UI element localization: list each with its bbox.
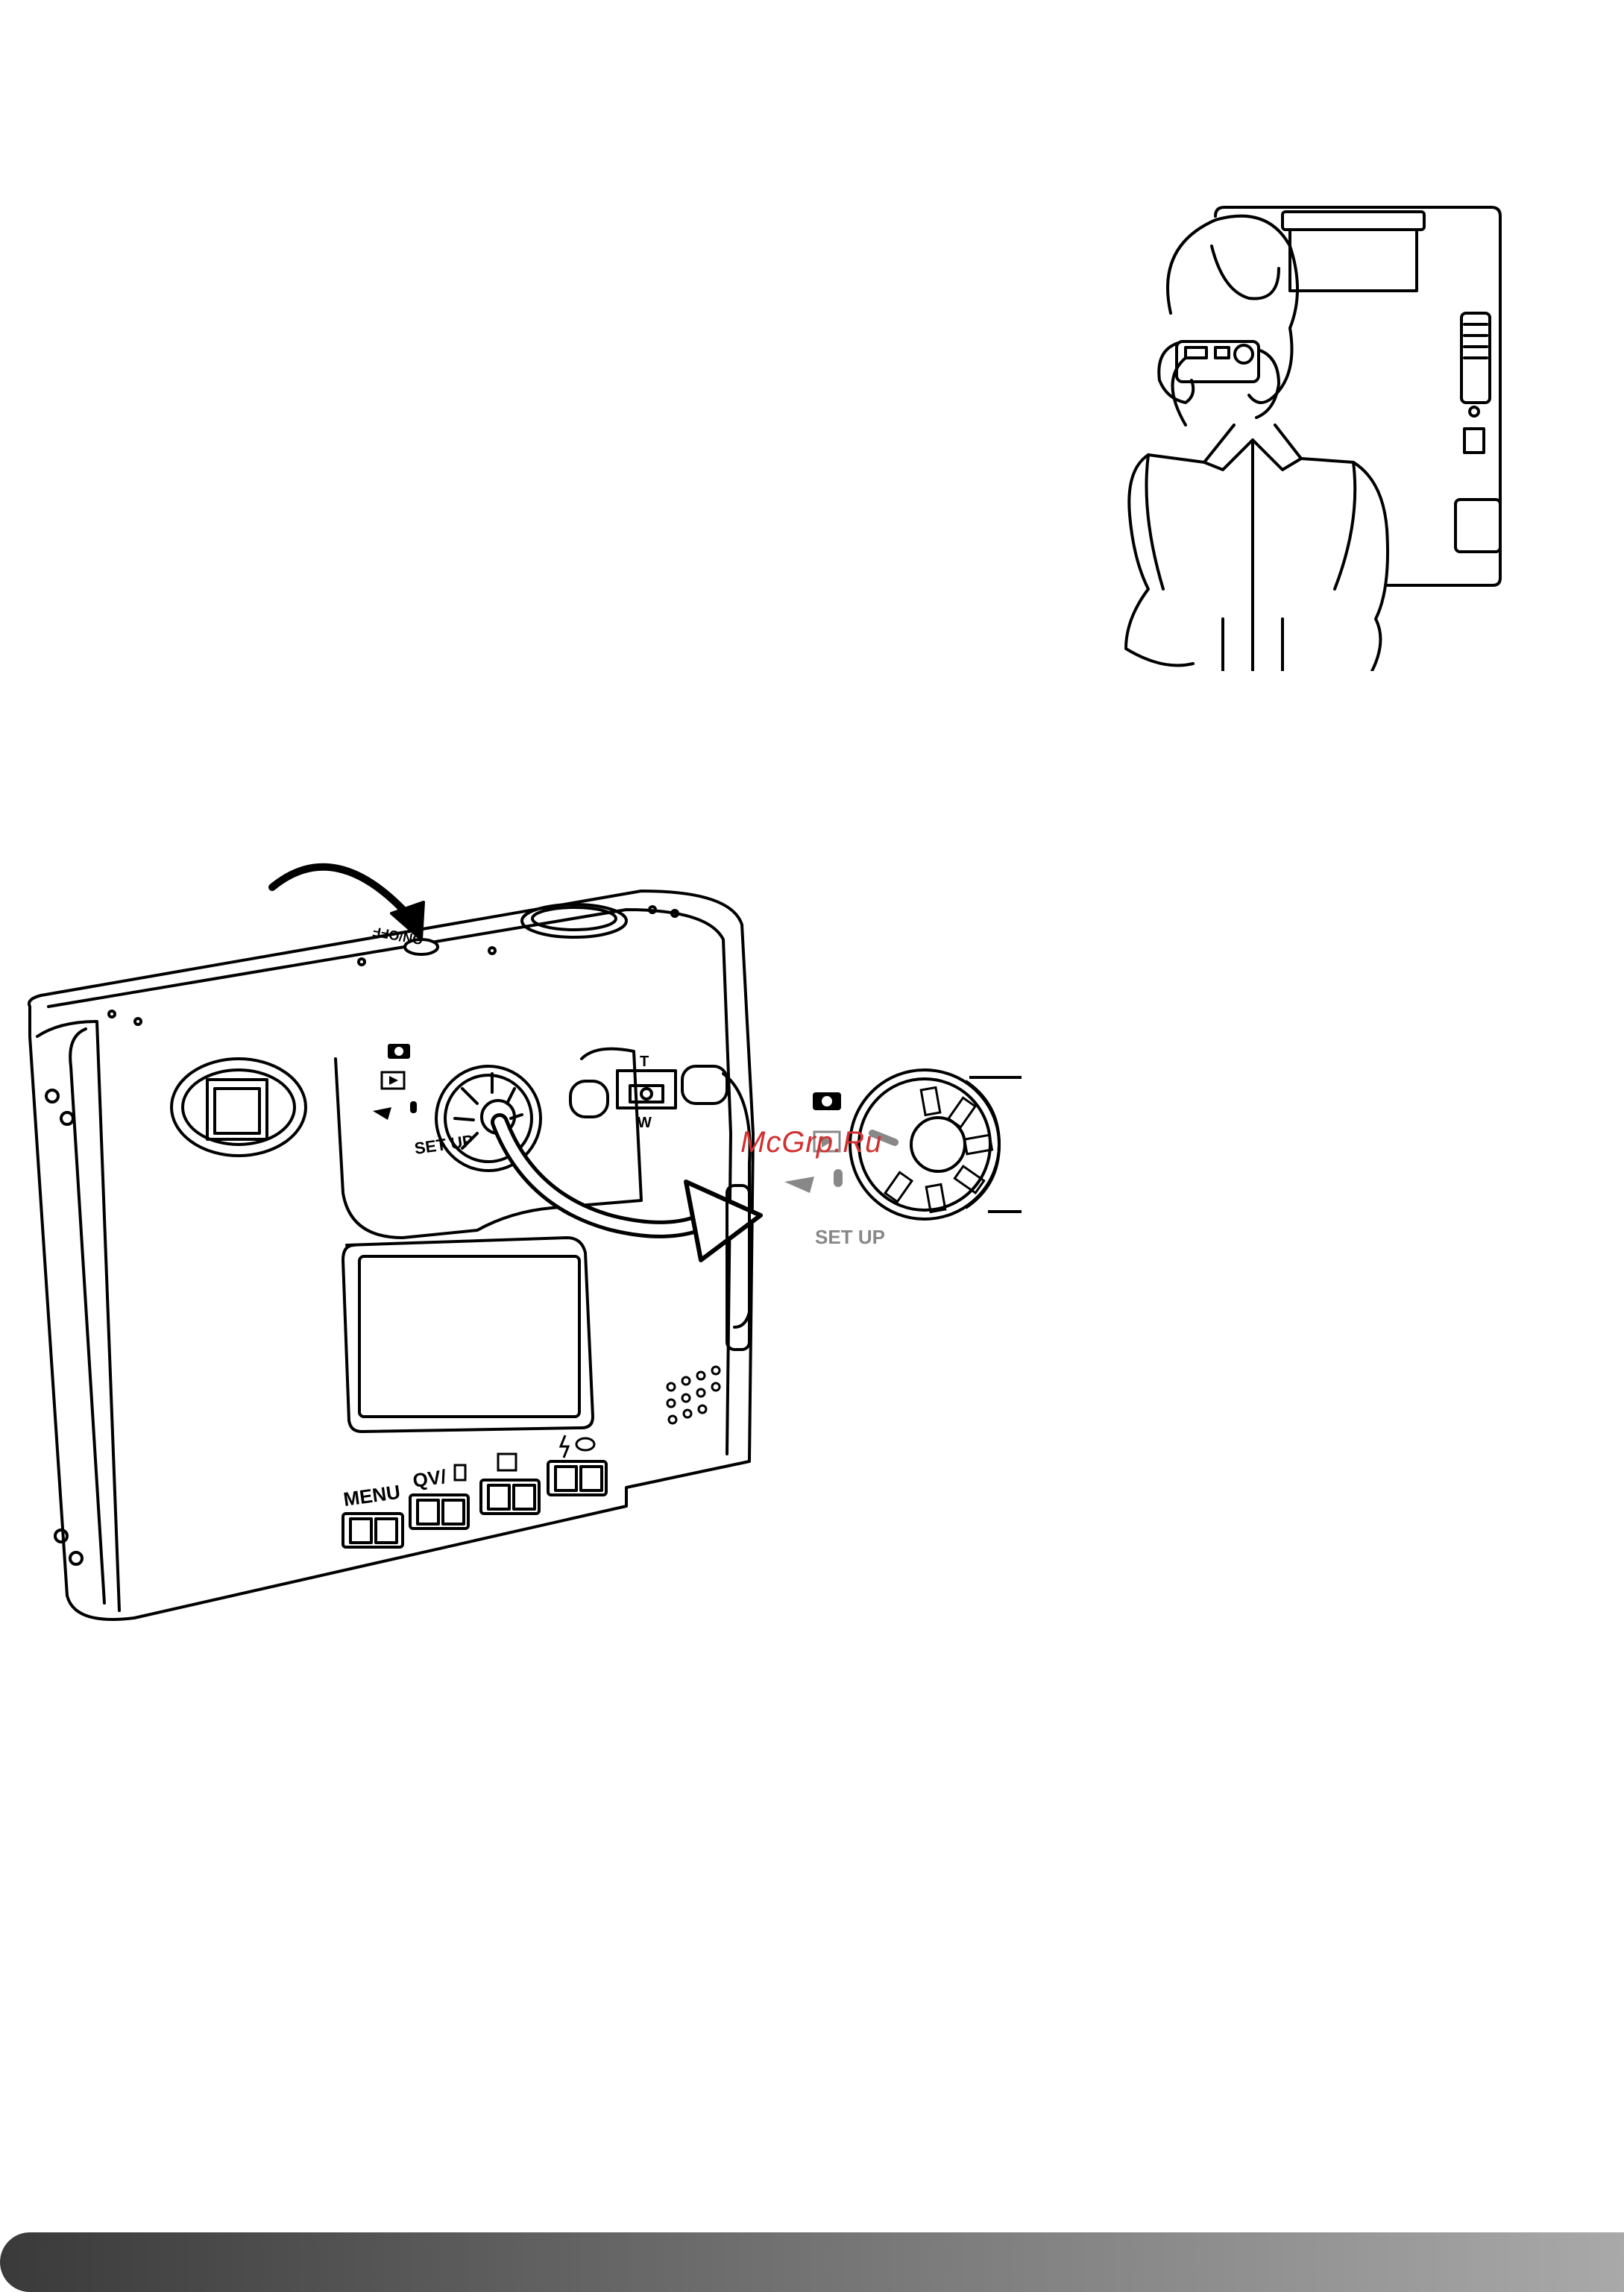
dial-detail-setup-label: SET UP xyxy=(815,1226,885,1248)
trash-icon xyxy=(455,1465,465,1480)
microphone-icon xyxy=(834,1169,843,1187)
zoom-wide-label: W xyxy=(638,1115,652,1131)
display-icon xyxy=(498,1454,516,1470)
camera-back-illustration: ON/OFF T W SET UP MENU QV/ xyxy=(15,850,768,1625)
footer-gradient-bar xyxy=(0,2232,1624,2292)
person-holding-camera-illustration xyxy=(1074,201,1536,671)
qv-button-label: QV/ xyxy=(412,1465,448,1492)
flash-icon xyxy=(561,1435,568,1458)
watermark-text: McGrp.Ru xyxy=(740,1126,882,1159)
play-icon xyxy=(389,1076,398,1085)
movie-icon xyxy=(784,1177,814,1193)
microphone-icon xyxy=(410,1101,417,1113)
eye-icon xyxy=(576,1438,594,1450)
menu-button-label: MENU xyxy=(342,1481,402,1511)
zoom-tele-label: T xyxy=(640,1054,649,1070)
movie-icon xyxy=(373,1107,391,1120)
